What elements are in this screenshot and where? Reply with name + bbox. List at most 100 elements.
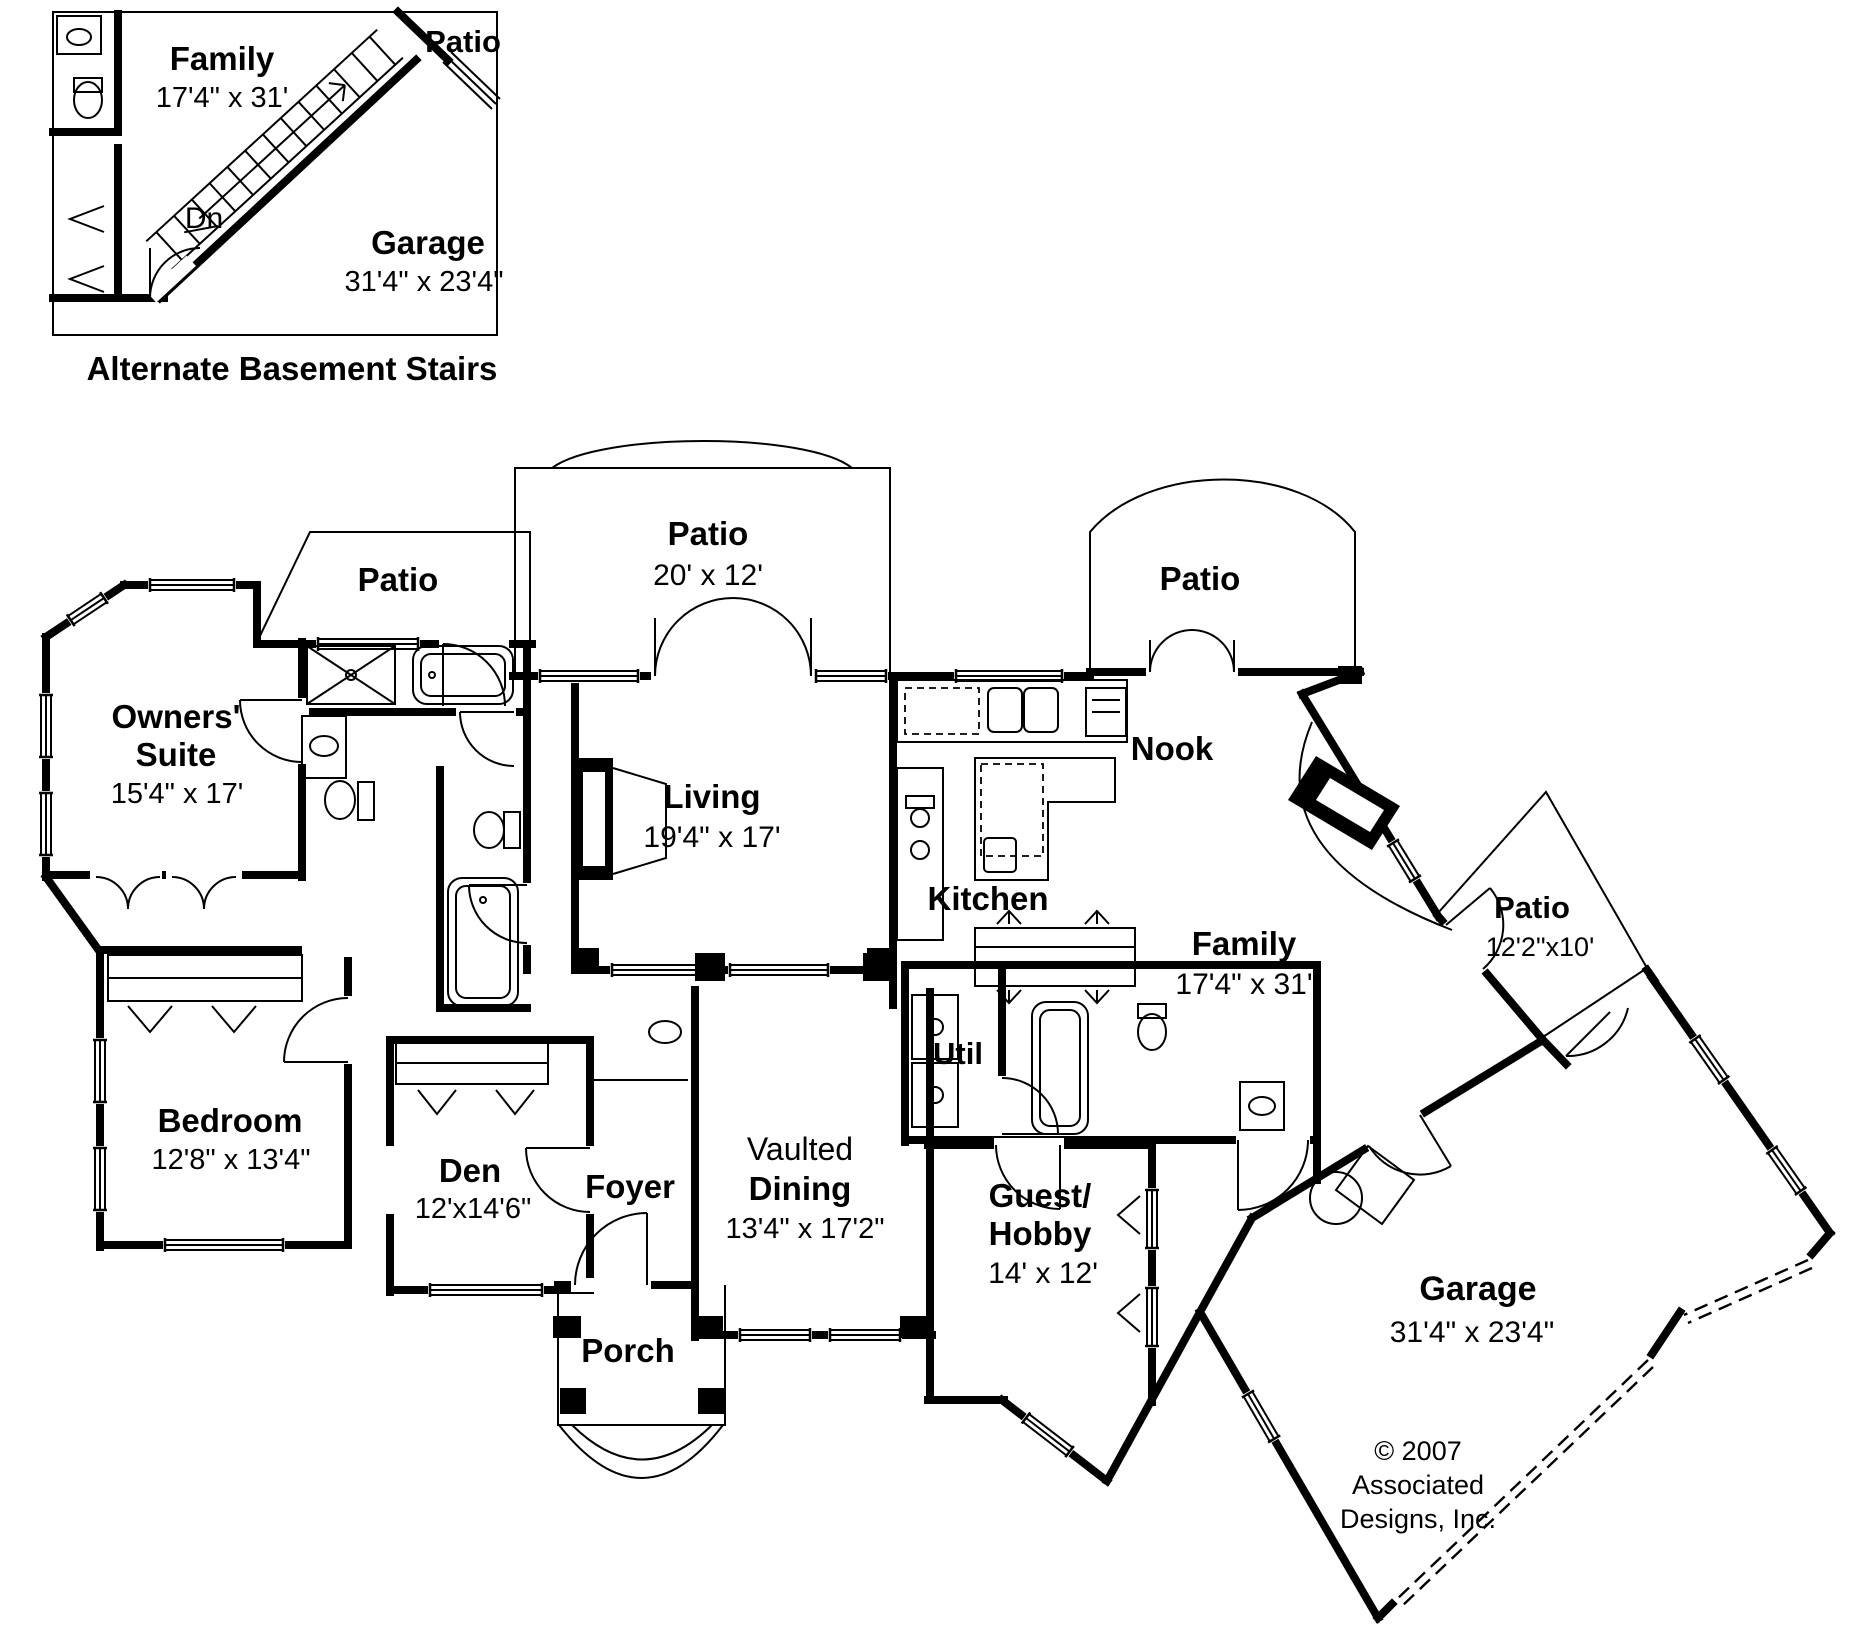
fixture [66,28,92,46]
fixture [911,1062,959,1128]
fixture [1092,699,1120,713]
window [728,963,830,977]
fixture [1248,1096,1276,1116]
inset-garage-dims: 31'4" x 23'4" [344,266,503,298]
door-arc [1565,1007,1629,1058]
fixture [975,946,1135,968]
patio-diag-label: Patio [1494,890,1570,925]
inset-family-label: Family [170,40,275,77]
fixture [306,645,396,705]
fixture [56,15,102,55]
util-label: Util [933,1036,983,1071]
copyright-line-1: © 2007 [1374,1436,1461,1466]
fixture [301,715,347,779]
wall-post [695,1316,723,1338]
fixture [503,811,521,849]
fixture [983,837,1017,873]
wall-post [553,1316,581,1338]
window [1765,1144,1808,1197]
window [93,1038,107,1104]
den-dims: 12'x14'6" [415,1193,532,1225]
garage-label: Garage [1419,1270,1536,1308]
fixture [896,767,944,941]
inset-patio-label: Patio [425,24,501,59]
inset-dn-label: Dn [185,202,223,235]
fixture [612,767,667,875]
door-arc [654,597,812,677]
door-gap [302,943,352,957]
door-arc [574,1212,648,1286]
fixture [996,909,1110,925]
wall-post [867,948,893,972]
outline [257,531,531,641]
guest-hobby-dims: 14' x 12' [988,1257,1098,1290]
door-arc [525,1147,591,1213]
fixture [309,735,339,757]
door-arc [1368,1114,1452,1176]
window [93,1146,107,1212]
wall-post [573,948,599,972]
bedroom-label: Bedroom [158,1102,303,1139]
window [828,1328,902,1342]
fixture [357,781,375,821]
fixture [479,896,487,904]
door-arc [95,876,161,910]
door-gap [583,1146,597,1214]
patio-right-label: Patio [1160,560,1241,597]
fixture [911,994,959,1060]
door-gap [90,868,162,882]
wall-post [560,1388,586,1414]
dining-label-1: Vaulted [747,1131,853,1167]
copyright-line-2: Associated [1352,1470,1484,1500]
door-gap [146,255,196,303]
dining-label-2: Dining [749,1170,852,1207]
window [428,1283,544,1297]
guest-hobby-label-1: Guest/ [989,1177,1092,1214]
owners-suite-label-1: Owners' [112,698,241,735]
firebox [583,772,605,866]
door-gap [995,1076,1009,1136]
fixture [67,205,105,293]
inset-caption: Alternate Basement Stairs [87,350,498,387]
wall-post [695,953,725,981]
fixture [306,645,396,705]
door-gap [1146,665,1238,679]
fixtures-layer [56,15,1453,1333]
fixture [73,81,103,119]
fixture [648,1020,682,1044]
fixture [996,989,1110,1005]
fixture [417,1089,535,1116]
patio-left-label: Patio [358,561,439,598]
fixture [1023,687,1059,733]
fixture [473,811,505,849]
guest-hobby-label-2: Hobby [989,1215,1092,1252]
door-arc [283,997,349,1063]
fixture [420,653,506,697]
staircase [145,28,404,271]
window [39,693,53,759]
door-gap [166,868,242,882]
inset-garage-label: Garage [371,224,485,261]
window [610,963,702,977]
door-gap [1439,918,1491,976]
window [65,591,110,628]
door-arc [442,643,506,707]
fixture [345,669,357,681]
fixture [1085,687,1127,737]
bedroom-dims: 12'8" x 13'4" [151,1144,310,1176]
garage-doors-layer [904,687,1813,1608]
posts-fireplaces-layer [553,666,1400,1414]
dining-dims: 13'4" x 17'2" [725,1213,884,1245]
door-gap [651,669,815,683]
fixture [73,77,103,93]
outline-layer [52,11,1649,1479]
family-label: Family [1192,925,1297,962]
fixture [412,645,514,705]
door-arc [171,876,237,910]
foyer-label: Foyer [585,1168,675,1205]
walls-layer [40,6,1836,1624]
door-swings-layer [95,247,1629,1286]
window [1385,837,1422,885]
